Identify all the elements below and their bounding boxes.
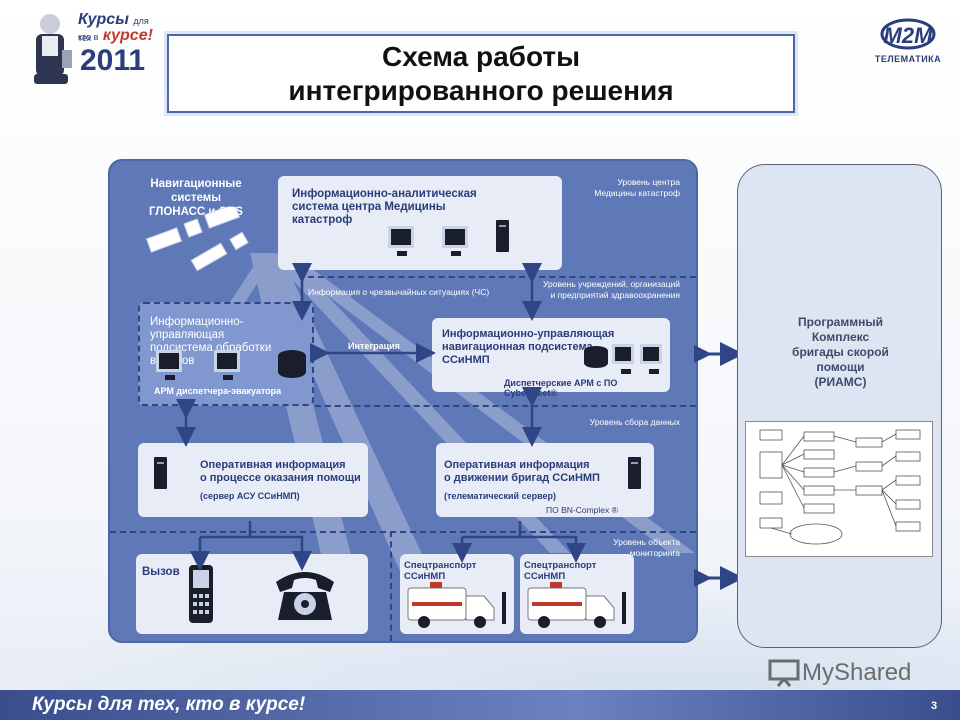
op-info-move-title-line1: Оперативная информация <box>444 459 590 471</box>
level-institutions-line2: и предприятий здравоохранения <box>550 290 680 300</box>
logo-year: 2011 <box>80 44 146 77</box>
call-label: Вызов <box>142 566 180 578</box>
nav-subsystem-title: Информационно-управляющая навигационная … <box>442 328 614 367</box>
workstation-icon <box>442 226 468 256</box>
riams-title-line5: (РИАМС) <box>814 375 867 389</box>
logo-word2: кто в <box>78 32 99 42</box>
level-center: Уровень центра Медицины катастроф <box>550 177 680 199</box>
level-object-line1: Уровень объекта <box>613 537 680 547</box>
nav-subsystem-title-line3: ССиНМП <box>442 354 490 366</box>
divider-vertical <box>390 531 392 641</box>
level-institutions: Уровень учреждений, организаций и предпр… <box>510 279 680 301</box>
logo-word1b: для тех <box>78 16 149 43</box>
title-line-2: интегрированного решения <box>288 74 674 106</box>
call-box: Вызов <box>136 554 368 634</box>
emergency-info-label: Информация о чрезвычайных ситуациях (ЧС) <box>308 287 490 297</box>
op-info-help-title: Оперативная информация о процессе оказан… <box>200 459 361 485</box>
center-system-title: Информационно-аналитическая система цент… <box>292 188 477 227</box>
center-system-title-line3: катастроф <box>292 214 353 226</box>
network-diagram-icon <box>759 429 921 545</box>
level-center-line2: Медицины катастроф <box>594 188 680 198</box>
op-info-help-caption: (сервер АСУ ССиНМП) <box>200 491 300 501</box>
center-system-title-line2: система центра Медицины <box>292 201 446 213</box>
divider-data <box>110 531 696 533</box>
workstation-icon <box>156 350 182 380</box>
op-info-move-box: Оперативная информация о движении бригад… <box>436 443 654 517</box>
level-institutions-line1: Уровень учреждений, организаций <box>543 279 680 289</box>
courses-logo: Курсы для тех кто в курсе! 2011 <box>28 4 163 88</box>
riams-panel: Программный Комплекс бригады скорой помо… <box>737 164 942 648</box>
presentation-icon <box>768 659 800 687</box>
external-arrows <box>694 342 740 590</box>
level-object-line2: мониторинга <box>629 548 680 558</box>
level-center-line1: Уровень центра <box>617 177 680 187</box>
workstation-icon <box>214 350 240 380</box>
database-icon <box>278 350 306 378</box>
myshared-text: MyShared <box>802 659 912 686</box>
m2m-logo-icon: M2M <box>880 18 936 50</box>
riams-title-line4: помощи <box>816 360 865 374</box>
ambulance-icon <box>407 582 506 628</box>
nav-subsystem-box: Информационно-управляющая навигационная … <box>432 318 670 398</box>
m2m-subtitle: ТЕЛЕМАТИКА <box>874 54 942 64</box>
nav-subsystem-title-line1: Информационно-управляющая <box>442 328 615 340</box>
call-subsystem-title: Информационно-управляющая подсистема обр… <box>150 316 312 368</box>
server-icon <box>154 457 167 489</box>
call-subsystem-title-line1: Информационно-управляющая <box>150 316 244 341</box>
op-info-help-title-line1: Оперативная информация <box>200 459 346 471</box>
call-subsystem-caption: АРМ диспетчера-эвакуатора <box>154 386 282 396</box>
satellites-label-line1: Навигационные системы <box>150 178 242 204</box>
workstation-icon <box>640 344 662 374</box>
vehicle-box-1: Спецтранспорт ССиНМП <box>400 554 514 634</box>
riams-title-line2: Комплекс <box>811 330 870 344</box>
server-icon <box>496 220 509 252</box>
mobile-phone-icon <box>189 565 213 623</box>
bn-complex-label: ПО BN-Complex ® <box>546 505 618 515</box>
vehicle-box-2: Спецтранспорт ССиНМП <box>520 554 634 634</box>
mascot-icon <box>34 14 72 84</box>
logo-word2b: курсе! <box>102 27 153 44</box>
title-line-1: Схема работы <box>382 40 580 72</box>
nav-subsystem-title-line2: навигационная подсистема <box>442 341 593 353</box>
vehicle-2-label: Спецтранспорт ССиНМП <box>524 560 597 582</box>
level-data-line1: Уровень сбора данных <box>589 417 680 427</box>
workstation-icon <box>388 226 414 256</box>
footer-bar <box>0 690 960 720</box>
database-icon <box>584 346 608 368</box>
vehicle-1-label: Спецтранспорт ССиНМП <box>404 560 477 582</box>
logo-word1: Курсы <box>78 11 129 28</box>
server-icon <box>628 457 641 489</box>
riams-title: Программный Комплекс бригады скорой помо… <box>738 315 943 390</box>
diagram-panel: Навигационные системы ГЛОНАСС и GPS Уров… <box>108 159 698 643</box>
connector-arrows <box>176 263 586 571</box>
riams-title-line3: бригады скорой <box>792 345 889 359</box>
ambulance-icon <box>527 582 626 628</box>
workstation-icon <box>612 344 634 374</box>
telephone-icon <box>276 572 334 620</box>
center-system-box: Информационно-аналитическая система цент… <box>278 176 562 270</box>
riams-title-line1: Программный <box>798 315 883 329</box>
footer-slogan: Курсы для тех, кто в курсе! <box>32 694 306 715</box>
divider-center <box>308 276 696 278</box>
op-info-move-title: Оперативная информация о движении бригад… <box>444 459 600 485</box>
page-number: 3 <box>931 700 938 712</box>
op-info-help-box: Оперативная информация о процессе оказан… <box>138 443 368 517</box>
riams-network-diagram <box>745 421 933 557</box>
op-info-move-caption: (телематический сервер) <box>444 491 556 501</box>
satellite-icons <box>146 207 249 272</box>
m2m-logo: M2M ТЕЛЕМАТИКА <box>868 12 948 82</box>
slide-title: Схема работы интегрированного решения <box>167 34 795 113</box>
m2m-brand-text: M2M <box>884 23 934 48</box>
level-data: Уровень сбора данных <box>550 417 680 428</box>
level-object: Уровень объекта мониторинга <box>550 537 680 559</box>
op-info-help-title-line2: о процессе оказания помощи <box>200 472 361 484</box>
myshared-watermark: MyShared <box>768 658 911 688</box>
divider-institutions <box>315 405 696 407</box>
op-info-move-title-line2: о движении бригад ССиНМП <box>444 472 600 484</box>
center-system-title-line1: Информационно-аналитическая <box>292 188 477 200</box>
